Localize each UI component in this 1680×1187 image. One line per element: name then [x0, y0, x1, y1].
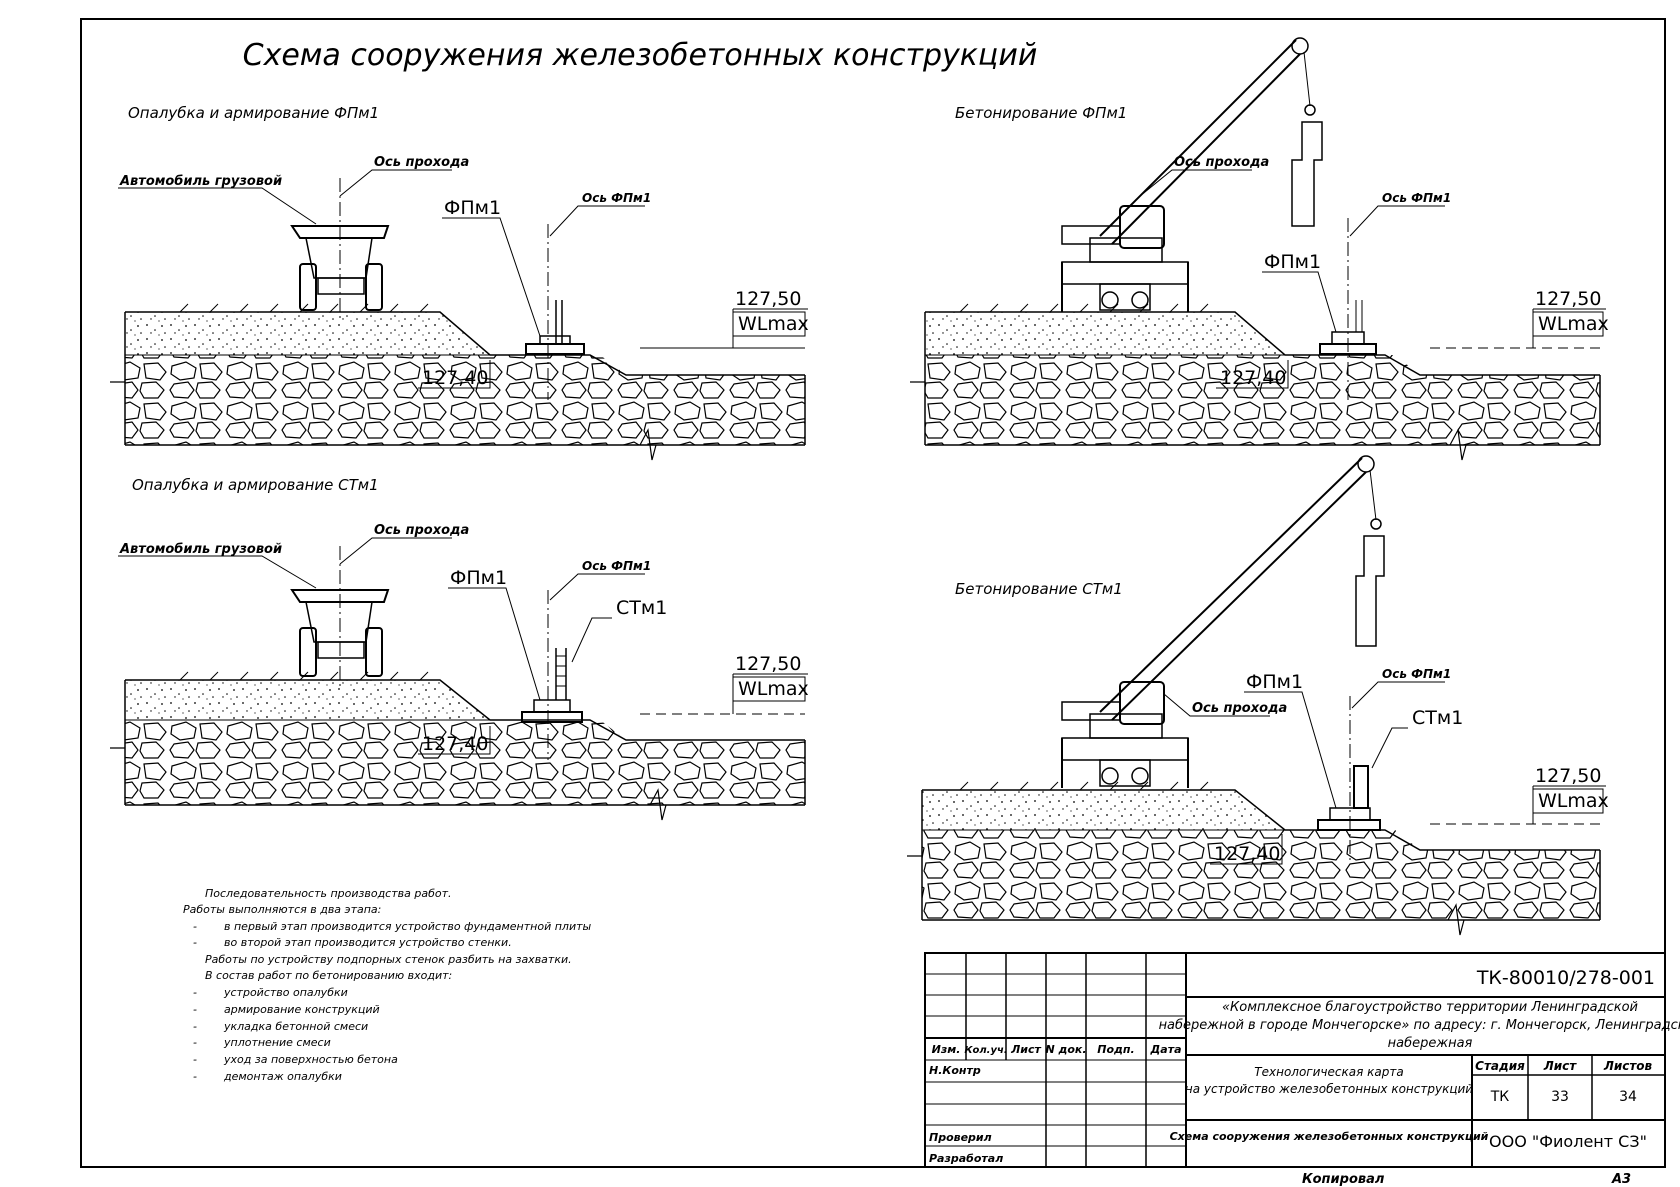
notes-line: демонтаж опалубки — [223, 1070, 342, 1083]
panel-title: Опалубка и армирование ФПм1 — [128, 104, 379, 122]
notes-heading: Последовательность производства работ. — [205, 887, 452, 900]
retaining-wall — [521, 648, 583, 723]
wl-label: WLmax — [738, 313, 809, 335]
notes-dash: - — [193, 920, 197, 933]
elevation-low: 127,40 — [1220, 367, 1286, 389]
elevation-top: 127,50 — [735, 653, 801, 675]
notes-dash: - — [193, 1036, 197, 1049]
row-label-proveril: Проверил — [929, 1131, 992, 1144]
ground-section — [907, 781, 1601, 936]
notes-line: В состав работ по бетонированию входит: — [205, 969, 452, 982]
notes-line: Работы выполняются в два этапа: — [183, 903, 381, 916]
element-label-fpm1: ФПм1 — [444, 197, 501, 219]
elevation-top: 127,50 — [1535, 288, 1601, 310]
elevation-low: 127,40 — [422, 733, 488, 755]
element-label-stm1: СТм1 — [1412, 707, 1463, 729]
col-header-ndok: N док. — [1045, 1043, 1086, 1056]
panel-concreting-fpm1: Бетонирование ФПм1 — [910, 37, 1609, 461]
copied-label: Копировал — [1302, 1172, 1385, 1187]
notes-line: во второй этап производится устройство с… — [224, 936, 512, 949]
notes-dash: - — [193, 1020, 197, 1033]
element-label-stm1: СТм1 — [616, 597, 667, 619]
truck-label: Автомобиль грузовой — [119, 174, 282, 189]
work-sequence-notes: Последовательность производства работ. Р… — [183, 887, 592, 1083]
mobile-crane — [1061, 455, 1385, 788]
doc-name-line: Технологическая карта — [1254, 1065, 1403, 1079]
notes-dash: - — [193, 1053, 197, 1066]
doc-code: ТК-80010/278-001 — [1476, 967, 1655, 989]
axis-passage-label: Ось прохода — [1174, 155, 1269, 170]
notes-dash: - — [193, 986, 197, 999]
header-stadia: Стадия — [1475, 1059, 1525, 1073]
axis-passage-label: Ось прохода — [374, 523, 469, 538]
panel-concreting-stm1: Бетонирование СТм1 — [907, 455, 1609, 936]
notes-line: армирование конструкций — [224, 1003, 380, 1016]
format-label: А3 — [1611, 1172, 1631, 1187]
axis-fpm-label: Ось ФПм1 — [582, 559, 651, 573]
title-block: ТК-80010/278-001 «Комплексное благоустро… — [924, 952, 1680, 1168]
notes-line: Работы по устройству подпорных стенок ра… — [205, 953, 572, 966]
axis-passage-label: Ось прохода — [1192, 701, 1287, 716]
header-sheets: Листов — [1603, 1059, 1653, 1073]
notes-line: уплотнение смеси — [223, 1036, 331, 1049]
panel-title: Бетонирование ФПм1 — [955, 104, 1127, 122]
notes-line: устройство опалубки — [223, 986, 348, 999]
notes-line: укладка бетонной смеси — [223, 1020, 368, 1033]
col-header-podp: Подп. — [1097, 1043, 1134, 1056]
value-sheets: 34 — [1619, 1089, 1637, 1105]
rock-fill — [125, 355, 805, 445]
foundation-slab — [525, 300, 585, 355]
mobile-crane — [1061, 37, 1323, 312]
panel-formwork-fpm1: Опалубка и армирование ФПм1 Автомобиль г… — [110, 104, 809, 461]
truck-label: Автомобиль грузовой — [119, 542, 282, 557]
elevation-low: 127,40 — [1214, 843, 1280, 865]
panel-formwork-stm1: Опалубка и армирование СТм1 Автомобиль г… — [110, 476, 809, 821]
wl-label: WLmax — [1538, 790, 1609, 812]
sheet-title: Схема сооружения железобетонных конструк… — [243, 38, 1038, 73]
row-label-nkontr: Н.Контр — [929, 1064, 981, 1077]
axis-fpm-label: Ось ФПм1 — [1382, 191, 1451, 205]
ground-section — [110, 671, 806, 821]
axis-fpm-label: Ось ФПм1 — [582, 191, 651, 205]
company-name: ООО "Фиолент СЗ" — [1489, 1132, 1647, 1151]
element-label-fpm1: ФПм1 — [1246, 671, 1303, 693]
notes-line: в первый этап производится устройство фу… — [224, 920, 592, 933]
retaining-wall — [1317, 765, 1381, 831]
sheet-frame — [80, 18, 1666, 1168]
dump-truck — [290, 589, 390, 677]
row-label-razrabotal: Разработал — [929, 1152, 1003, 1165]
dump-truck — [290, 225, 390, 311]
sand-layer — [125, 312, 490, 355]
col-header-kol: Кол.уч. — [964, 1045, 1007, 1056]
foundation-slab — [1319, 300, 1377, 355]
panel-title: Бетонирование СТм1 — [955, 580, 1123, 598]
axis-fpm-label: Ось ФПм1 — [1382, 667, 1451, 681]
wl-label: WLmax — [738, 678, 809, 700]
value-stadia: ТК — [1490, 1089, 1510, 1105]
header-sheet: Лист — [1543, 1059, 1577, 1073]
element-label-fpm1: ФПм1 — [450, 567, 507, 589]
doc-name-line: на устройство железобетонных конструкций — [1185, 1082, 1473, 1096]
wl-label: WLmax — [1538, 313, 1609, 335]
project-name-line: набережная — [1388, 1036, 1473, 1051]
notes-dash: - — [193, 1070, 197, 1083]
elevation-top: 127,50 — [735, 288, 801, 310]
elevation-low: 127,40 — [422, 367, 488, 389]
project-name-line: «Комплексное благоустройство территории … — [1222, 1000, 1638, 1015]
notes-dash: - — [193, 936, 197, 949]
panel-title: Опалубка и армирование СТм1 — [132, 476, 379, 494]
drawing-name: Схема сооружения железобетонных конструк… — [1170, 1130, 1489, 1143]
value-sheet: 33 — [1551, 1089, 1569, 1105]
notes-dash: - — [193, 1003, 197, 1016]
col-header-data: Дата — [1149, 1043, 1181, 1056]
notes-line: уход за поверхностью бетона — [223, 1053, 398, 1066]
project-name-line: набережной в городе Мончегорске» по адре… — [1159, 1018, 1680, 1033]
col-header-izm: Изм. — [932, 1043, 961, 1056]
col-header-list: Лист — [1010, 1043, 1041, 1056]
element-label-fpm1: ФПм1 — [1264, 251, 1321, 273]
elevation-top: 127,50 — [1535, 765, 1601, 787]
axis-passage-label: Ось прохода — [374, 155, 469, 170]
